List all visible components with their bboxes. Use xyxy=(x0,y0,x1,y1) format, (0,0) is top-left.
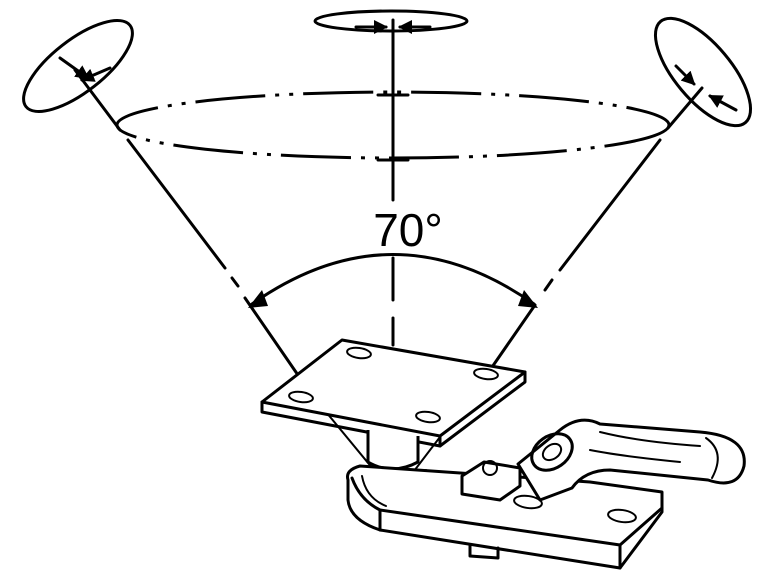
right-rotation-indicator xyxy=(653,16,753,128)
handle-lever xyxy=(516,418,746,502)
pivot-block xyxy=(460,460,522,502)
vertical-axis xyxy=(376,18,410,347)
plate-hole xyxy=(288,390,314,404)
base-hole xyxy=(513,494,543,510)
mounting-plate xyxy=(260,338,527,448)
clamp-base xyxy=(346,464,664,570)
left-rotation-indicator xyxy=(22,18,134,114)
plate-hole xyxy=(473,367,499,381)
plate-hole xyxy=(415,410,441,424)
angle-label: 70° xyxy=(373,204,443,256)
angle-arc xyxy=(248,253,538,308)
angle-arrow-left-icon xyxy=(248,290,268,308)
base-hole xyxy=(607,508,637,524)
plate-hole xyxy=(346,346,372,360)
angle-arrow-right-icon xyxy=(518,290,538,308)
top-rotation-indicator xyxy=(313,9,469,34)
